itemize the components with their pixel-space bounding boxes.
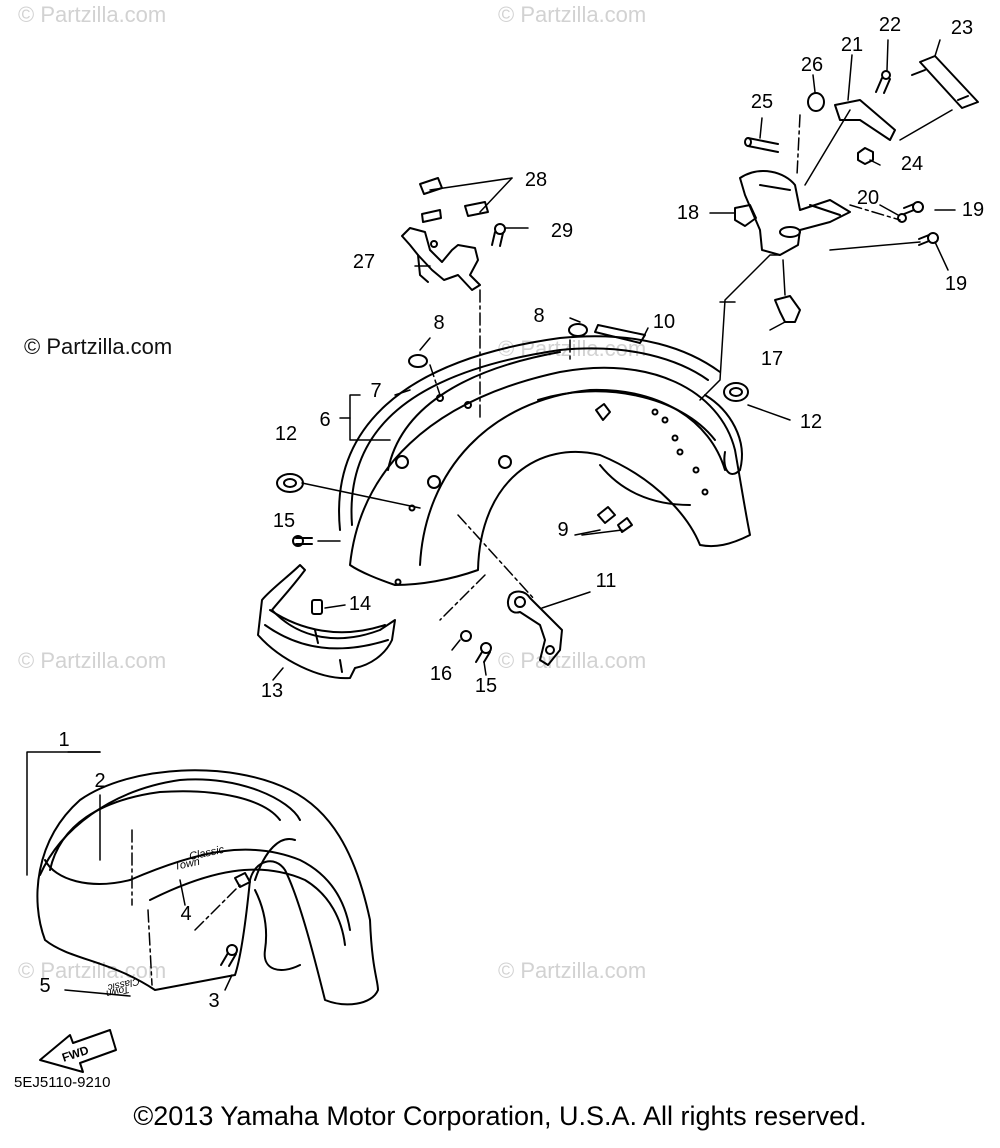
watermark: © Partzilla.com: [498, 958, 647, 983]
callout-20: 20: [856, 187, 880, 209]
callout-9: 9: [557, 519, 569, 541]
callout-11: 11: [595, 570, 617, 592]
callout-19: 19: [944, 273, 968, 295]
callout-12: 12: [799, 411, 823, 433]
callout-22: 22: [878, 14, 902, 36]
callout-29: 29: [550, 220, 574, 242]
fwd-arrow: [39, 1029, 117, 1073]
callout-8: 8: [533, 305, 545, 327]
callout-4: 4: [180, 903, 192, 925]
callout-1: 1: [58, 729, 70, 751]
decal-text: Town: [173, 856, 201, 873]
callout-7: 7: [370, 380, 382, 402]
decal-text: Classic: [188, 844, 226, 863]
callout-13: 13: [260, 680, 284, 702]
callout-15: 15: [272, 510, 296, 532]
part-13-flap: [257, 564, 396, 680]
callout-12: 12: [274, 423, 298, 445]
decal-text: Classic: [107, 975, 141, 992]
callout-14: 14: [348, 593, 372, 615]
front-fender: [36, 769, 379, 1006]
callout-3: 3: [208, 990, 220, 1012]
callout-23: 23: [950, 17, 974, 39]
license-bracket: [734, 55, 979, 323]
callout-28: 28: [524, 169, 548, 191]
callout-18: 18: [676, 202, 700, 224]
callout-27: 27: [352, 251, 376, 273]
watermark: © Partzilla.com: [18, 2, 167, 27]
callout-19: 19: [961, 199, 985, 221]
decal-text: Town: [104, 983, 130, 999]
callout-16: 16: [429, 663, 453, 685]
callout-5: 5: [39, 975, 51, 997]
copyright-notice: ©2013 Yamaha Motor Corporation, U.S.A. A…: [133, 1101, 867, 1131]
watermark: © Partzilla.com: [498, 648, 647, 673]
callout-17: 17: [760, 348, 784, 370]
callout-6: 6: [319, 409, 331, 431]
partzilla-watermark: © Partzilla.com: [24, 334, 173, 359]
callout-2: 2: [94, 770, 106, 792]
part-27-bracket: [401, 227, 481, 291]
rear-fender: [338, 335, 751, 586]
callout-21: 21: [840, 34, 864, 56]
callout-10: 10: [652, 311, 676, 333]
watermark: © Partzilla.com: [18, 648, 167, 673]
watermark: © Partzilla.com: [498, 2, 647, 27]
diagram-code: 5EJ5110-9210: [14, 1074, 111, 1091]
callout-15: 15: [474, 675, 498, 697]
part-11-bracket: [507, 590, 563, 666]
callout-8: 8: [433, 312, 445, 334]
callout-24: 24: [900, 153, 924, 175]
callout-26: 26: [800, 54, 824, 76]
callout-25: 25: [750, 91, 774, 113]
